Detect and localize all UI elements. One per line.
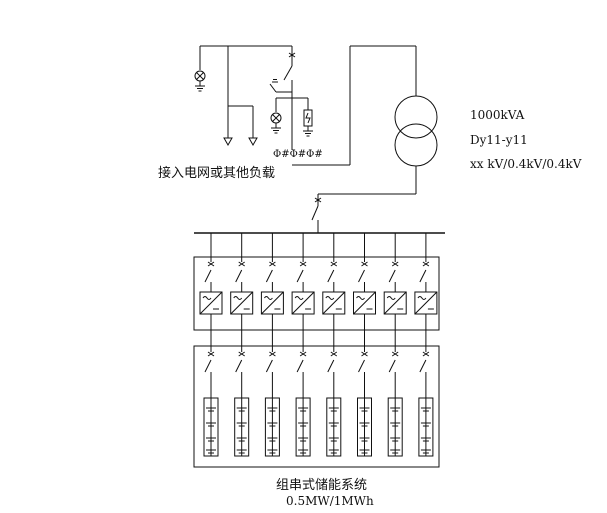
feeder-switch-icon (419, 261, 430, 283)
transformer-voltage-label: xx kV/0.4kV/0.4kV (470, 157, 582, 171)
string-column (353, 233, 376, 457)
feeder-switch-icon (327, 351, 338, 373)
string-column (383, 233, 407, 457)
feeder-switch-icon (235, 351, 245, 373)
string-column (291, 233, 315, 457)
pcs-inverter-icon (291, 291, 315, 315)
ground-icon (271, 127, 281, 134)
feeder-switch-icon (419, 351, 430, 373)
battery-pack-icon (326, 397, 342, 457)
feeder-switch-icon (296, 351, 307, 373)
load-arrow-icon (248, 137, 258, 147)
indicator-lamp-icon (194, 70, 206, 82)
system-rating-label: 0.5MW/1MWh (286, 494, 374, 508)
feeder-switch-icon (358, 261, 368, 283)
indicator-lamp-icon (270, 112, 282, 124)
battery-pack-icon (234, 397, 250, 457)
system-name-label: 组串式储能系统 (276, 478, 368, 493)
load-arrow-icon (223, 137, 233, 147)
grid-connection-label: 接入电网或其他负载 (158, 166, 276, 181)
surge-arrester-icon (303, 109, 313, 127)
feeder-switch-icon (204, 261, 215, 283)
feeder-switch-icon (388, 351, 399, 373)
string-column (260, 233, 284, 457)
pcs-inverter-icon (199, 291, 223, 315)
pcs-cabinet-frame (193, 256, 440, 331)
battery-pack-icon (203, 397, 219, 457)
feeder-switch-icon (358, 351, 368, 373)
battery-pack-icon (387, 397, 403, 457)
transformer-icon (394, 95, 438, 167)
battery-pack-icon (295, 397, 311, 457)
pcs-inverter-icon (414, 291, 438, 315)
ground-icon (195, 85, 205, 92)
ground-icon (303, 130, 313, 137)
pcs-inverter-icon (353, 291, 376, 315)
feeder-switch-icon (265, 351, 276, 373)
string-column (414, 233, 438, 457)
main-lv-switch (311, 194, 322, 233)
grid-connection-section (194, 45, 417, 166)
battery-pack-icon (418, 397, 434, 457)
pcs-inverter-icon (322, 291, 346, 315)
feeder-switch-icon (388, 261, 399, 283)
feeder-switch-icon (265, 261, 276, 283)
earthing-switch-icon (269, 79, 278, 93)
circuit-breaker-icon (283, 65, 293, 81)
pcs-inverter-icon (260, 291, 284, 315)
feeder-switch-icon (296, 261, 307, 283)
pcs-inverter-icon (230, 291, 254, 315)
transformer-vector-label: Dy11-y11 (470, 133, 528, 147)
battery-cabinet-frame (193, 345, 440, 468)
feeder-switch-icon (235, 261, 245, 283)
pcs-inverter-icon (383, 291, 407, 315)
feeder-switch-icon (327, 261, 338, 283)
feeder-switch-icon (204, 351, 215, 373)
battery-pack-icon (357, 397, 372, 457)
string-column (322, 233, 346, 457)
string-column (199, 233, 223, 457)
string-column (230, 233, 254, 457)
transformer-rating-label: 1000kVA (470, 108, 525, 122)
battery-pack-icon (264, 397, 280, 457)
